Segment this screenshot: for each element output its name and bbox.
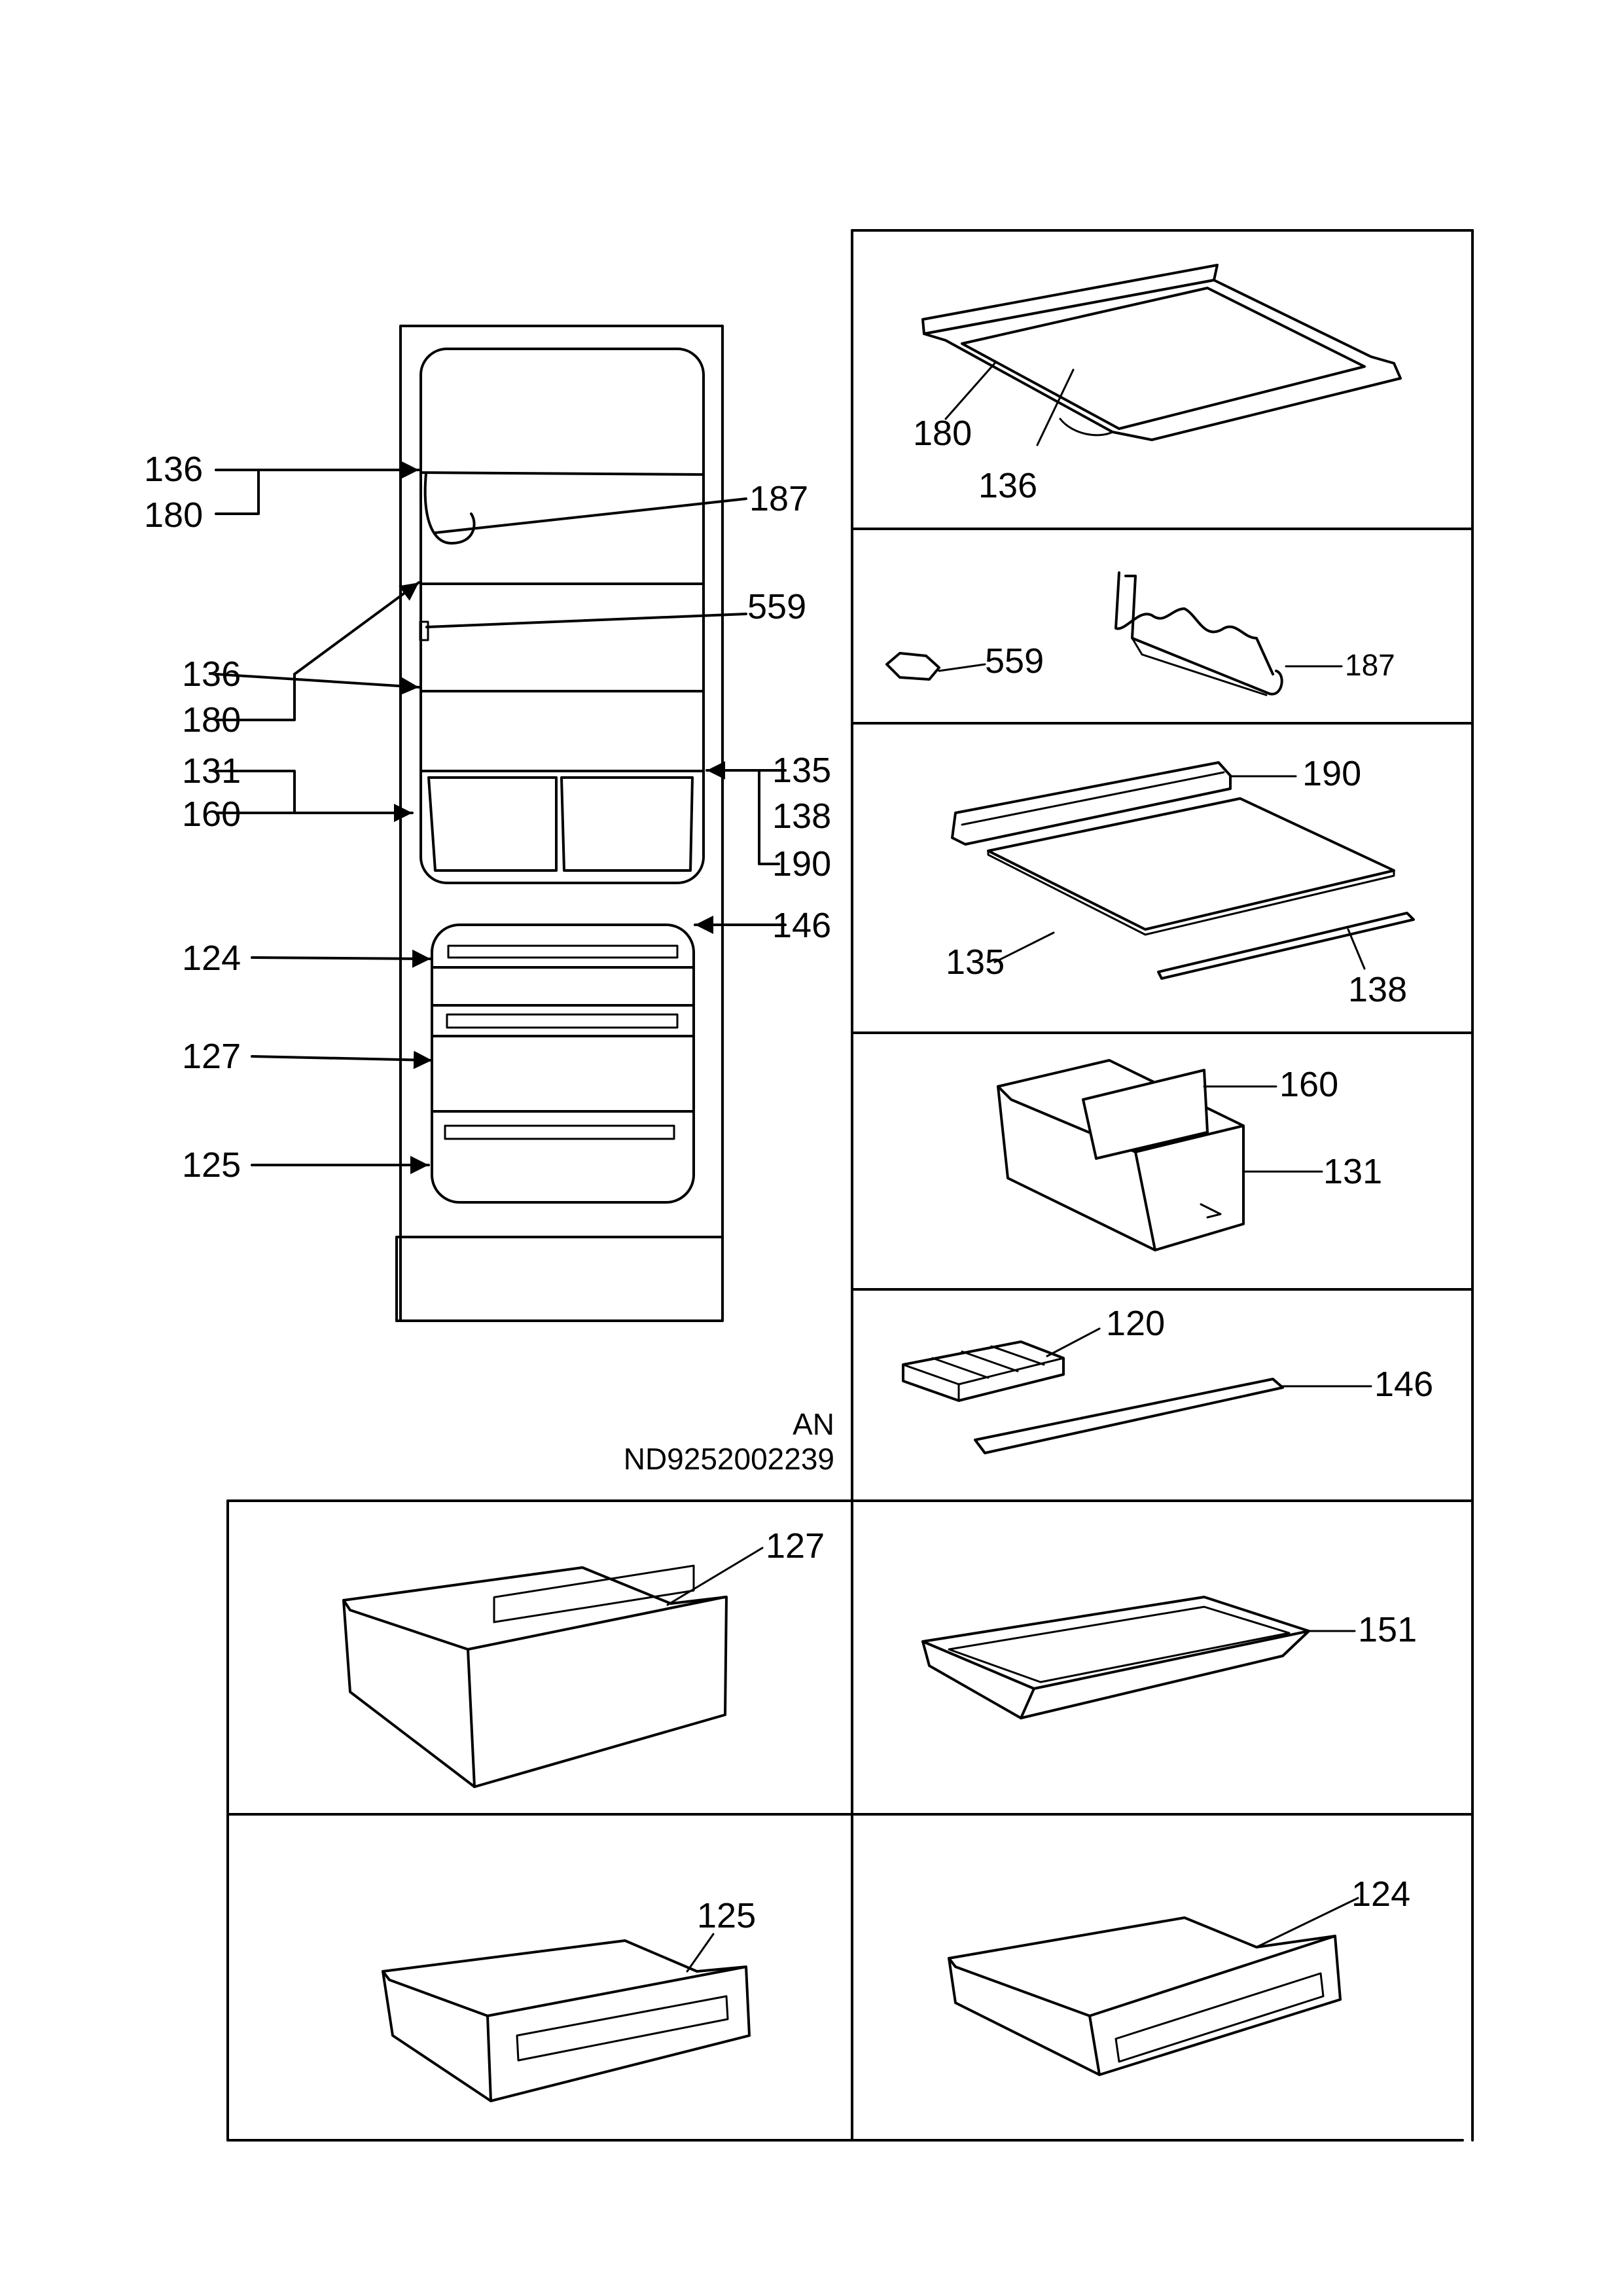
label-136-top: 136: [144, 450, 203, 489]
label-124: 124: [182, 939, 241, 978]
label-131: 131: [182, 751, 241, 791]
freezer-drawer-bottom-handle: [444, 1124, 675, 1140]
panel-glass-shelf-assembly: 180 136: [913, 264, 1402, 505]
panel6-label-127: 127: [766, 1526, 825, 1566]
bottle-rack-part: [1115, 571, 1274, 675]
label-136-mid: 136: [182, 655, 241, 694]
panel3-label-135: 135: [946, 942, 1005, 982]
tray-151-part: [921, 1596, 1310, 1690]
drawer-124-part: [948, 1916, 1342, 2076]
reference-line-1: AN: [793, 1407, 834, 1441]
panel-tray-151: 151: [921, 1596, 1417, 1719]
panel-freezer-drawer-124: 124: [948, 1874, 1410, 2076]
label-127: 127: [182, 1037, 241, 1076]
label-559: 559: [747, 587, 806, 626]
panel4-label-160: 160: [1279, 1065, 1338, 1104]
ice-tray-part: [902, 1340, 1065, 1402]
divider-part: [1082, 1069, 1209, 1160]
panel-clip-and-bottle-rack: 559 187: [885, 571, 1395, 696]
panel9-label-124: 124: [1351, 1874, 1410, 1914]
label-138: 138: [772, 797, 831, 836]
freezer-compartment: [431, 924, 695, 1204]
clip-part: [885, 652, 940, 681]
panel4-label-131: 131: [1323, 1152, 1382, 1191]
bottle-rack-outline: [423, 472, 476, 545]
label-180-top: 180: [144, 495, 203, 535]
panel5-label-120: 120: [1106, 1304, 1165, 1343]
panel-freezer-drawer-127: 127: [342, 1526, 825, 1788]
panel2-label-187: 187: [1345, 648, 1395, 682]
panel1-label-180: 180: [913, 414, 972, 453]
front-trim-part: [1157, 912, 1415, 980]
freezer-trim-part: [974, 1378, 1284, 1454]
panel2-label-559: 559: [985, 641, 1044, 681]
panel7-label-151: 151: [1358, 1610, 1417, 1649]
label-160: 160: [182, 795, 241, 834]
panel3-label-138: 138: [1348, 970, 1407, 1009]
shelf-line-1: [419, 471, 705, 476]
panel3-label-190: 190: [1302, 754, 1361, 793]
label-125: 125: [182, 1145, 241, 1185]
rear-trim-part: [951, 761, 1232, 846]
panel1-label-136: 136: [978, 466, 1037, 505]
label-135: 135: [772, 751, 831, 790]
panel-freezer-drawer-125: 125: [382, 1896, 756, 2102]
label-146: 146: [772, 906, 831, 945]
crisper-box-part: [997, 1059, 1245, 1251]
crisper-right: [560, 776, 694, 872]
label-187: 187: [749, 479, 808, 518]
fridge-overview: 136 180 187 559 136 180 131 160 135 138 …: [144, 325, 834, 1476]
panel-crisper-box: 160 131: [997, 1059, 1382, 1251]
leader-lines: [215, 461, 787, 1174]
crisper-left: [427, 776, 558, 872]
drawer-127-part: [342, 1566, 728, 1788]
panel-ice-tray-and-trim: 120 146: [902, 1304, 1433, 1454]
panel-shelf-with-trims: 190 135 138: [946, 754, 1415, 1009]
panel8-label-125: 125: [697, 1896, 756, 1935]
label-180-mid: 180: [182, 700, 241, 740]
drawer-125-part: [382, 1939, 751, 2102]
freezer-drawer-top-handle: [447, 944, 679, 959]
panel-grid: [226, 229, 1474, 2142]
panel5-label-146: 146: [1374, 1365, 1433, 1404]
clip-outline: [419, 620, 429, 641]
label-190: 190: [772, 844, 831, 884]
cabinet-outline: [399, 325, 724, 1322]
freezer-drawer-mid-handle: [446, 1013, 679, 1029]
reference-number: ND9252002239: [624, 1442, 834, 1476]
